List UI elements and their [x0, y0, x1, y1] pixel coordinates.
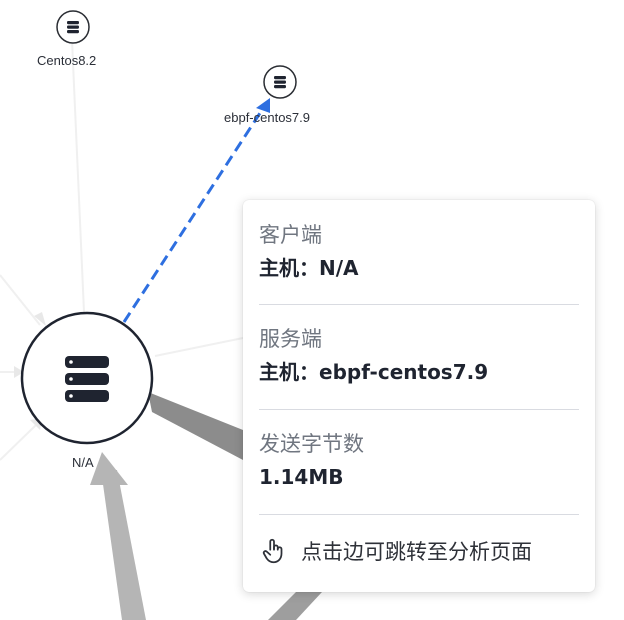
edge-left-3[interactable] — [0, 424, 37, 461]
edge-centos-na[interactable] — [71, 39, 85, 313]
tooltip-server-host: 主机：ebpf-centos7.9 — [259, 360, 489, 384]
tooltip-client-section: 客户端 主机：N/A — [259, 200, 579, 305]
node-ebpf[interactable] — [263, 65, 297, 99]
tooltip-client-title: 客户端 — [259, 223, 322, 247]
pointer-hand-icon — [262, 538, 283, 564]
tooltip-bytes-title: 发送字节数 — [259, 432, 364, 456]
tooltip-hint: 点击边可跳转至分析页面 — [259, 515, 579, 587]
edge-na-ebpf-dashed[interactable] — [122, 109, 264, 323]
node-label-na: N/A — [72, 455, 94, 470]
edge-bottom-right-thick[interactable] — [268, 592, 322, 620]
server-icon — [274, 76, 286, 89]
node-na[interactable] — [20, 311, 154, 445]
tooltip-client-host: 主机：N/A — [259, 256, 359, 280]
edge-tooltip: 客户端 主机：N/A 服务端 主机：ebpf-centos7.9 发送字节数 1… — [243, 200, 595, 592]
edge-na-right-thick[interactable] — [148, 392, 243, 460]
tooltip-server-section: 服务端 主机：ebpf-centos7.9 — [259, 305, 579, 410]
edge-right-1[interactable] — [154, 337, 244, 357]
tooltip-bytes-value: 1.14MB — [259, 465, 344, 489]
server-icon — [67, 21, 79, 34]
server-icon — [65, 356, 109, 402]
light-edges — [0, 28, 244, 461]
edge-left-1[interactable] — [0, 274, 41, 326]
tooltip-hint-text: 点击边可跳转至分析页面 — [301, 540, 532, 564]
edge-bottom-arrow — [90, 452, 128, 485]
node-centos82[interactable] — [56, 10, 90, 44]
edge-bottom-thick[interactable] — [101, 470, 146, 620]
node-label-ebpf: ebpf-centos7.9 — [224, 110, 311, 125]
edge-arrowhead — [256, 98, 270, 113]
tooltip-server-title: 服务端 — [259, 327, 322, 351]
node-label-centos82: Centos8.2 — [37, 53, 97, 68]
tooltip-bytes-section: 发送字节数 1.14MB — [259, 410, 579, 515]
